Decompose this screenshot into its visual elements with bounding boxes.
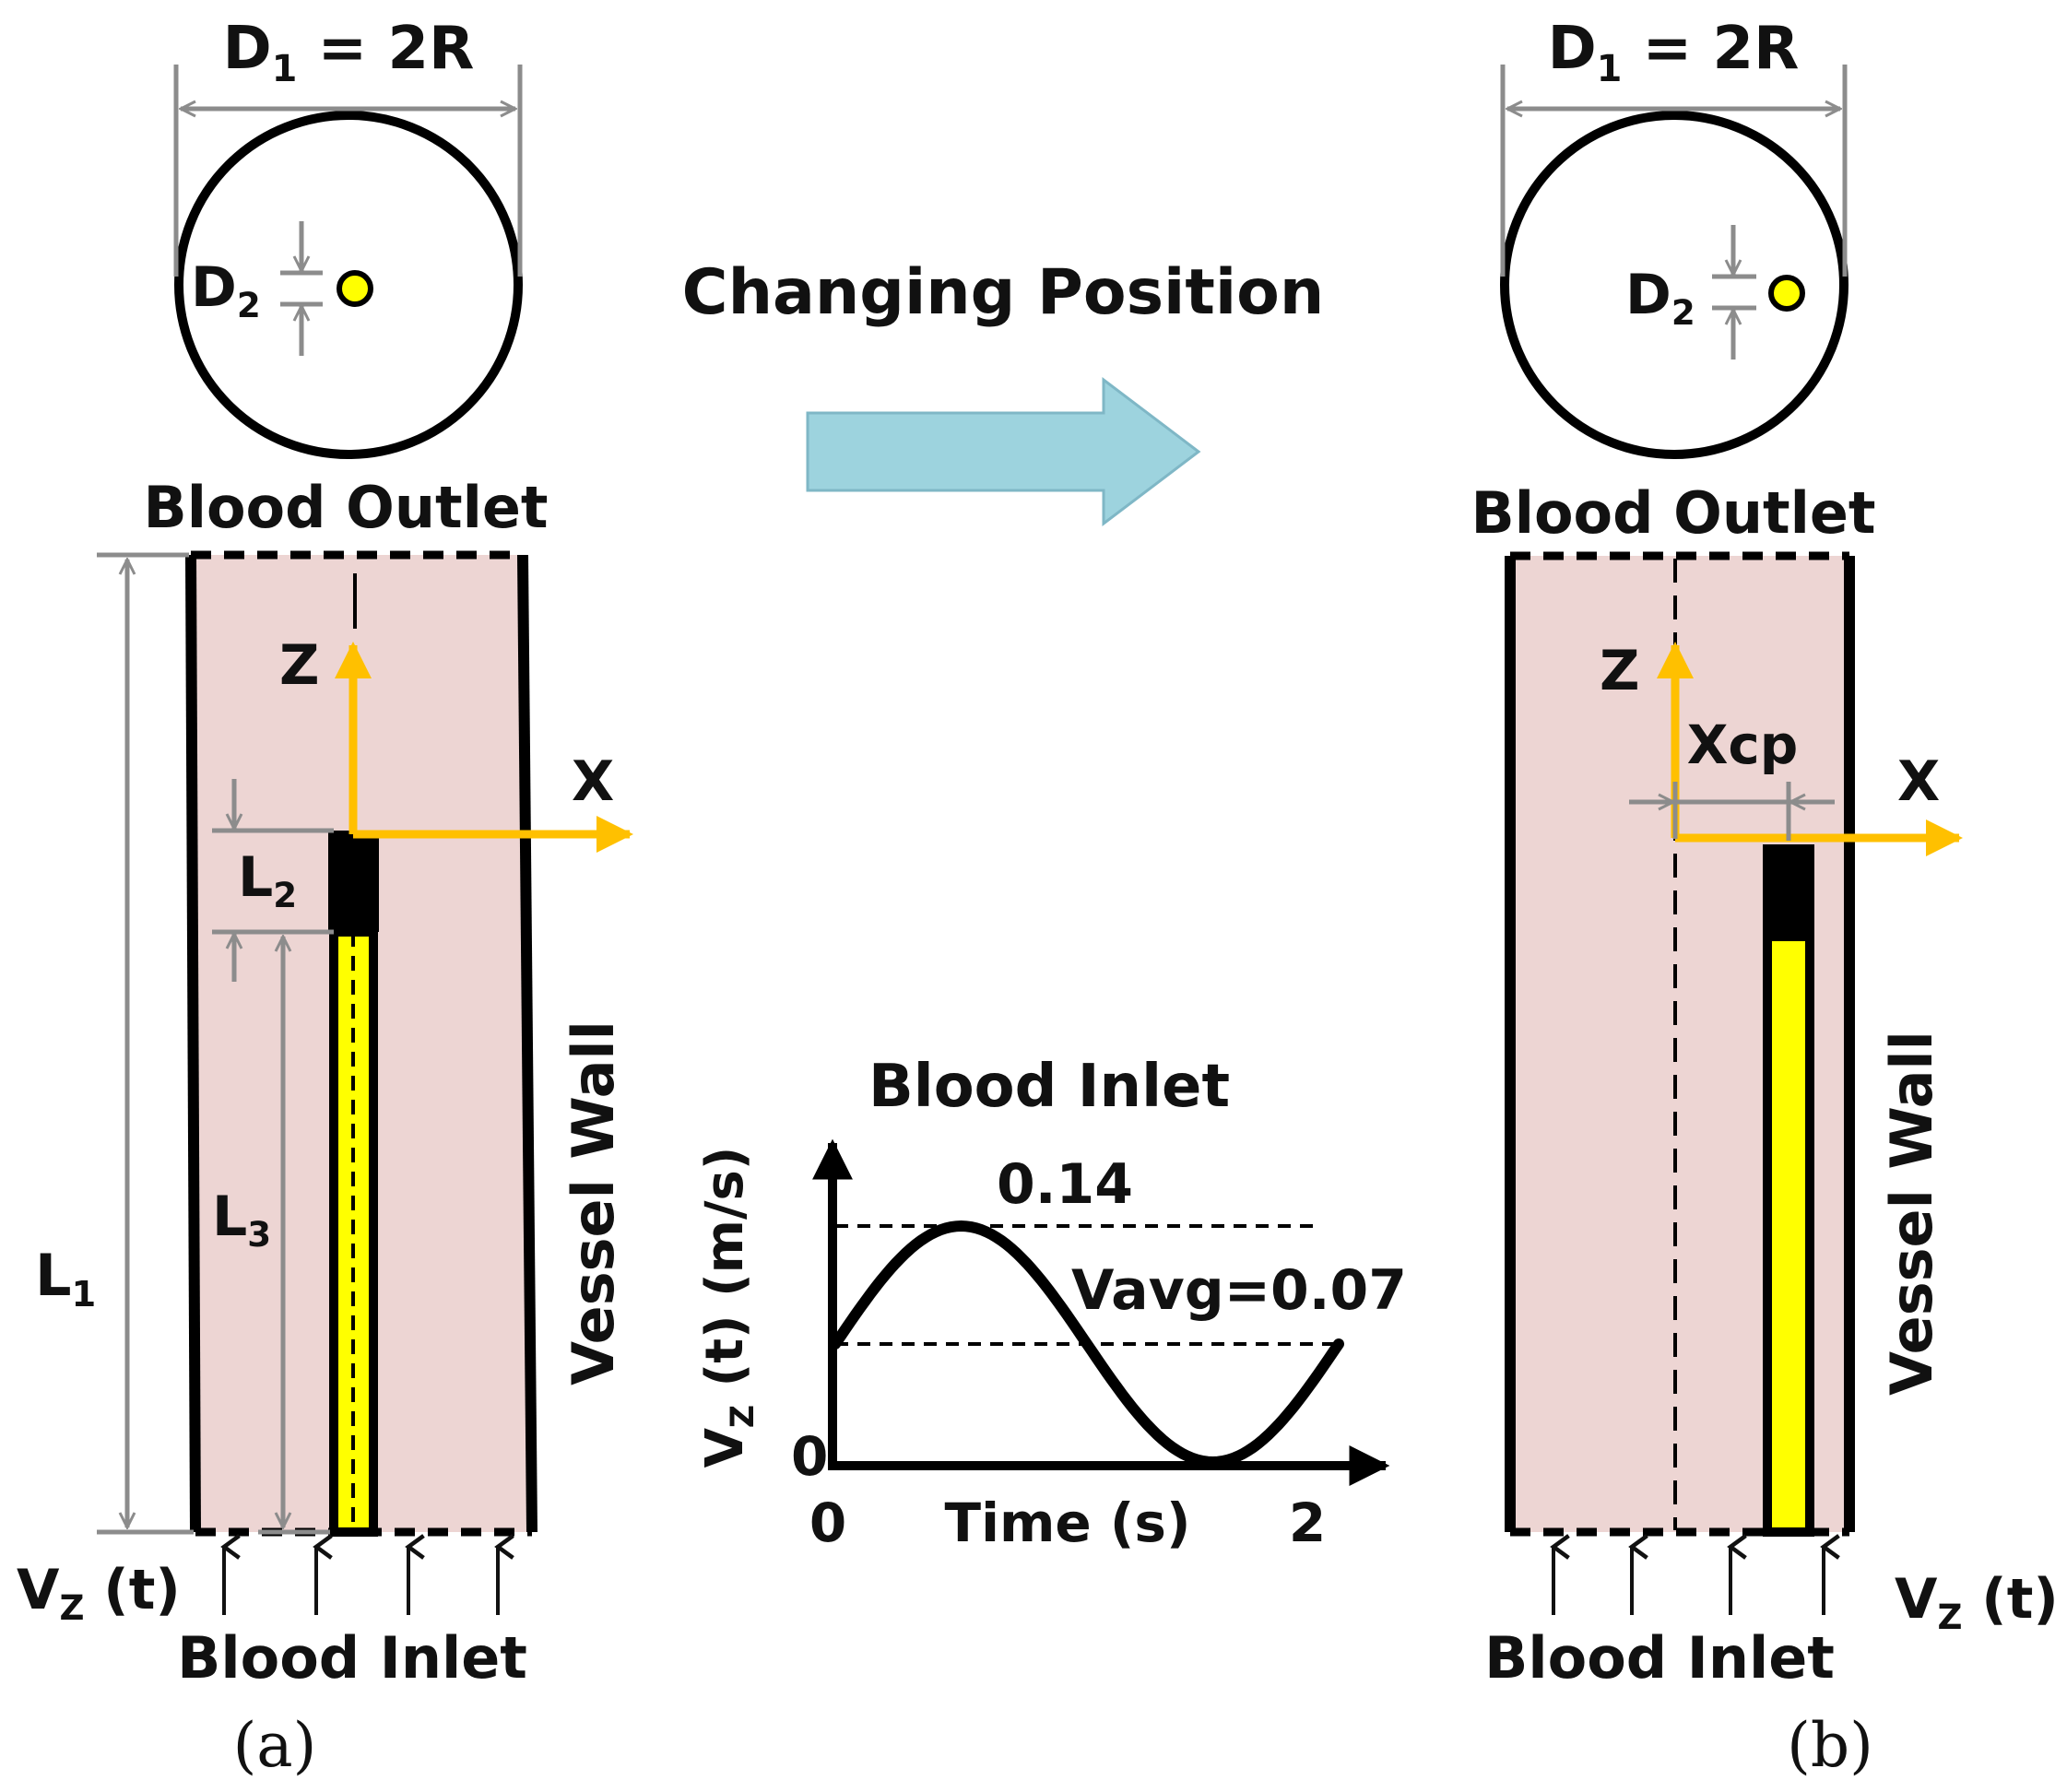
wire-cross-section xyxy=(337,270,373,307)
blood-inlet-label: Blood Inlet xyxy=(177,1624,527,1692)
changing-position-label: Changing Position xyxy=(682,256,1325,329)
electrode-tip xyxy=(1763,844,1814,937)
d1-label: D1 = 2R xyxy=(223,15,475,90)
blood-outlet-label: Blood Outlet xyxy=(143,474,548,541)
inflow-arrows-a xyxy=(220,1534,514,1615)
plot-x-label: Time (s) xyxy=(945,1491,1191,1554)
inflow-arrows-b xyxy=(1550,1534,1840,1615)
cross-section-a: D1 = 2R D2 xyxy=(173,15,523,459)
wire-body xyxy=(1763,932,1814,1537)
d1-label: D1 = 2R xyxy=(1548,15,1800,90)
plot-title: Blood Inlet xyxy=(868,1053,1230,1121)
blood-outlet-label: Blood Outlet xyxy=(1471,479,1875,547)
inlet-velocity-label: VZ (t) xyxy=(17,1558,181,1628)
transition: Changing Position xyxy=(682,256,1325,527)
d2-label: D2 xyxy=(1625,263,1695,333)
electrode-b xyxy=(1763,844,1814,1537)
panel-a: D1 = 2R D2 Blood Outlet xyxy=(17,15,633,1781)
x-axis-label: X xyxy=(572,749,614,814)
vessel-wall-right xyxy=(517,554,537,1533)
vessel-wall-label: Vessel Wall xyxy=(1878,1031,1945,1396)
z-axis-label: Z xyxy=(279,633,320,698)
plot-y-label: VZ (t) (m/s) xyxy=(695,1147,762,1468)
blood-inlet-label: Blood Inlet xyxy=(1484,1624,1835,1692)
panel-a-caption: (a) xyxy=(233,1710,317,1781)
x-axis-label: X xyxy=(1897,749,1940,814)
velocity-waveform xyxy=(830,1220,1344,1468)
inlet-velocity-label: VZ (t) xyxy=(1895,1567,2059,1637)
l2-label: L2 xyxy=(238,845,297,915)
panel-b-caption: (b) xyxy=(1787,1710,1873,1781)
average-label: Vavg=0.07 xyxy=(1071,1258,1407,1323)
coordinate-axes-a: Z X xyxy=(279,633,633,853)
y-tick-zero: 0 xyxy=(791,1425,828,1488)
vessel-wall-label: Vessel Wall xyxy=(560,1020,627,1385)
l3-label: L3 xyxy=(212,1185,271,1255)
xcp-label: Xcp xyxy=(1687,713,1799,776)
cross-section-b: D1 = 2R D2 xyxy=(1500,15,1848,459)
wire-cross-section xyxy=(1768,275,1805,312)
inlet-velocity-plot: Blood Inlet 0.14 Vavg=0.07 0 0 2 Time (s… xyxy=(695,1053,1407,1554)
x-tick-end: 2 xyxy=(1289,1491,1326,1554)
vessel-wall-left xyxy=(185,554,201,1533)
d2-label: D2 xyxy=(191,255,261,325)
offset-dimension: Xcp xyxy=(1629,713,1835,841)
z-axis-label: Z xyxy=(1600,639,1640,703)
panel-b: D1 = 2R D2 Blood Outlet Z X xyxy=(1471,15,2058,1781)
dimensions-a: L1 L2 L3 xyxy=(35,552,334,1535)
peak-label: 0.14 xyxy=(997,1152,1133,1217)
x-tick-start: 0 xyxy=(809,1491,846,1554)
changing-position-arrow xyxy=(806,376,1201,527)
l1-label: L1 xyxy=(35,1242,96,1315)
electrode-a xyxy=(328,831,379,1537)
electrode-tip xyxy=(328,831,379,932)
